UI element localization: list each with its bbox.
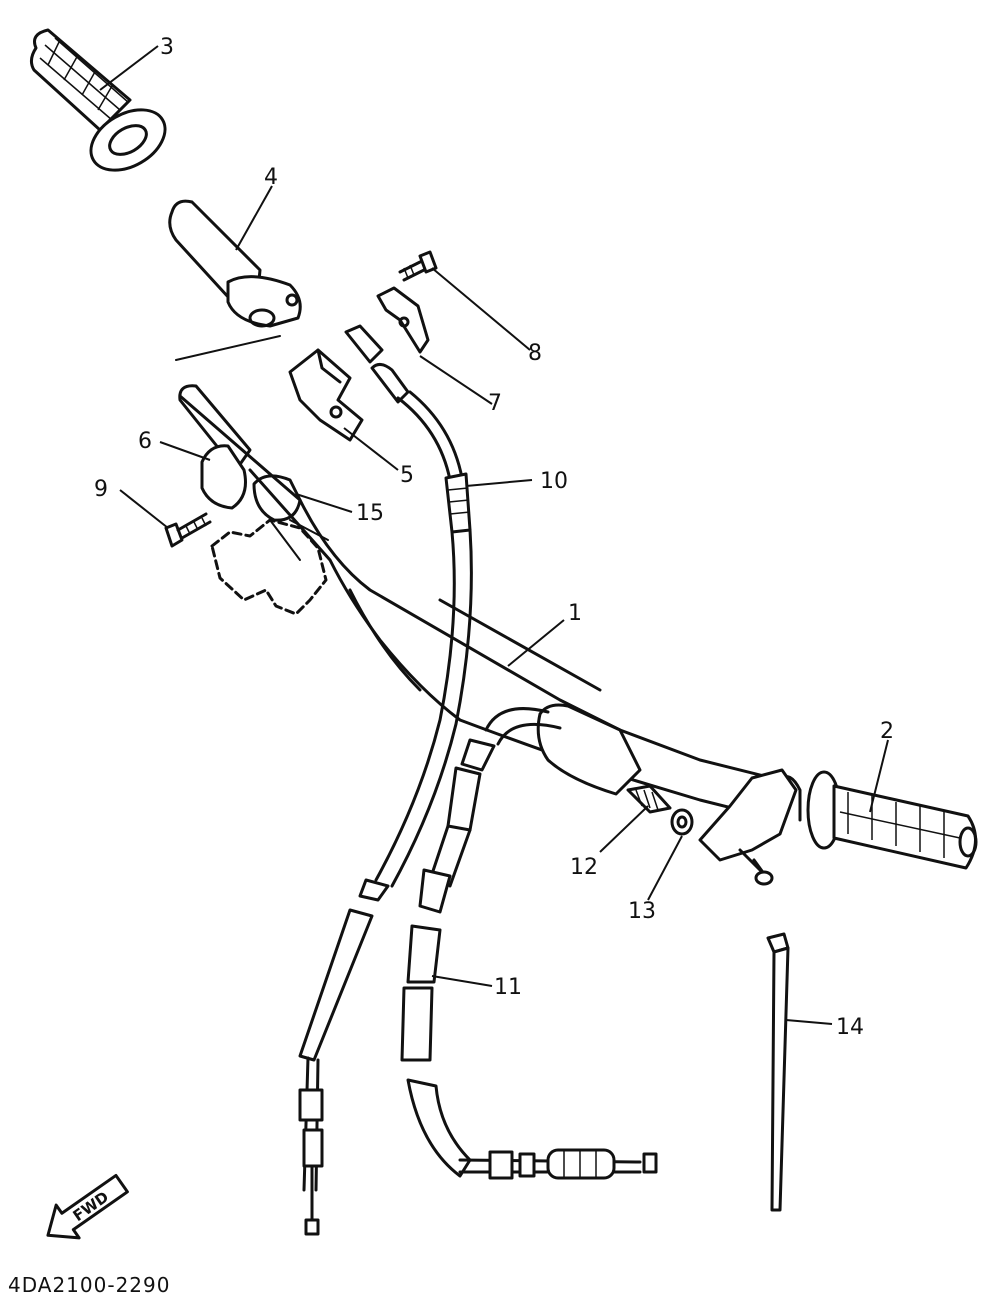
callout-3: 3	[160, 35, 174, 60]
callout-5: 5	[400, 463, 414, 488]
clutch-perch-assembly	[536, 703, 798, 886]
clutch-cable-part-11	[400, 707, 658, 1180]
callout-4: 4	[264, 165, 278, 190]
callout-labels: 1 2 3 4 5 6 7 8 9 10 11 12 13 14 15	[94, 35, 894, 1040]
forward-arrow-icon: FWD	[46, 1173, 129, 1240]
callout-10: 10	[540, 469, 568, 494]
callout-9: 9	[94, 477, 108, 502]
callout-8: 8	[528, 341, 542, 366]
cable-tie-part-14	[766, 932, 790, 1212]
screw-part-8	[398, 250, 438, 282]
part-code: 4DA2100-2290	[8, 1273, 170, 1297]
lever-bracket-part-7	[376, 286, 430, 354]
grip-left-part	[29, 28, 167, 172]
callout-6: 6	[138, 429, 152, 454]
callout-14: 14	[836, 1015, 864, 1040]
callout-12: 12	[570, 855, 598, 880]
callout-13: 13	[628, 899, 656, 924]
throttle-cable-part-10	[298, 324, 473, 1236]
leader-lines	[99, 45, 889, 1025]
screw-part-9	[164, 512, 212, 548]
callout-1: 1	[568, 601, 582, 626]
left-lever-assembly	[178, 384, 329, 616]
throttle-tube-part	[168, 199, 302, 361]
callout-7: 7	[488, 391, 502, 416]
callout-15: 15	[356, 501, 384, 526]
callout-2: 2	[880, 719, 894, 744]
callout-11: 11	[494, 975, 522, 1000]
adjuster-part-12	[626, 784, 672, 814]
locknut-part-13	[670, 808, 694, 836]
throttle-housing-part	[288, 348, 364, 442]
grip-right-part	[806, 770, 978, 870]
